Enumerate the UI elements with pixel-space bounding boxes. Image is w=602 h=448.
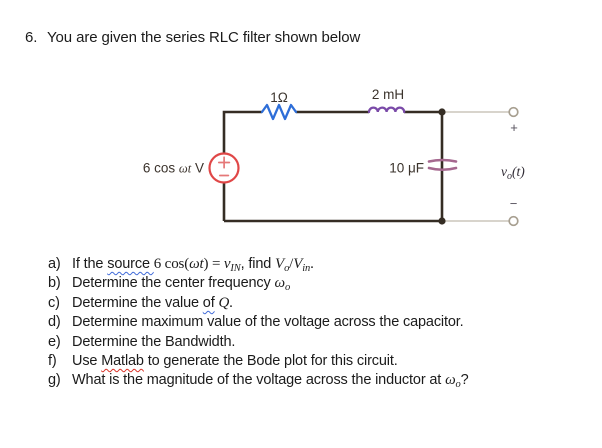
question-text: If the source 6 cos(ωt) = vIN, find Vo/V… [72,256,314,274]
inductor-symbol [367,106,406,114]
questions-list: a) If the source 6 cos(ωt) = vIN, find Vo… [48,255,588,391]
question-item-g: g) What is the magnitude of the voltage a… [48,371,588,390]
question-item-f: f) Use Matlab to generate the Bode plot f… [48,352,588,371]
capacitor-label: 10 μF [389,161,424,176]
question-text: Determine the center frequency ωo [72,275,291,294]
question-text: What is the magnitude of the voltage acr… [72,372,469,391]
vout-label: vo(t) [501,164,525,182]
question-letter: f) [48,352,57,369]
problem-number: 6. [25,29,38,46]
question-item-d: d) Determine maximum value of the voltage… [48,313,588,332]
question-letter: d) [48,314,61,331]
question-letter: a) [48,256,61,272]
problem-title: 6. You are given the series RLC filter s… [25,29,360,46]
question-item-e: e) Determine the Bandwidth. [48,333,588,352]
question-item-a: a) If the source 6 cos(ωt) = vIN, find Vo… [48,255,588,274]
question-text: Determine the Bandwidth. [72,333,236,350]
question-text: Use Matlab to generate the Bode plot for… [72,352,398,369]
question-item-c: c) Determine the value of Q. [48,294,588,313]
output-plus-sign: + [510,120,518,135]
wire-top-left-segment [222,110,262,154]
question-letter: c) [48,294,60,311]
source-plus-icon [217,156,231,169]
question-text: Determine maximum value of the voltage a… [72,314,464,331]
question-item-b: b) Determine the center frequency ωo [48,274,588,293]
inductor-label: 2 mH [372,87,404,102]
node-dot-top [438,108,446,116]
question-letter: g) [48,372,61,389]
resistor-symbol [260,103,298,121]
capacitor-plate-bottom [427,166,458,172]
node-dot-bottom [438,217,446,225]
question-letter: e) [48,333,61,350]
resistor-label: 1Ω [270,90,288,105]
output-terminal-top [508,106,519,118]
output-terminal-bottom [508,215,519,227]
source-label: 6 cos ωt V [143,161,204,176]
output-minus-sign: − [510,196,518,211]
question-letter: b) [48,275,61,292]
problem-title-text: You are given the series RLC filter show… [47,29,361,46]
capacitor-plate-top [427,158,458,163]
question-text: Determine the value of Q. [72,294,233,311]
